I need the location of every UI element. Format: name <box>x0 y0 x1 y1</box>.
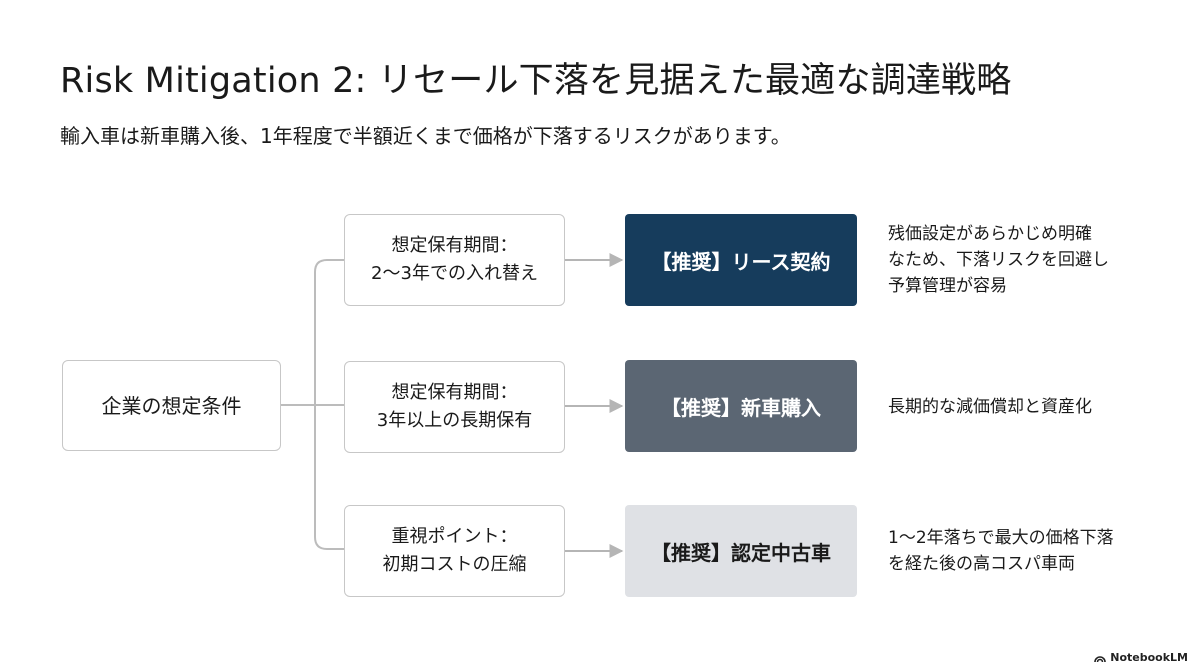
condition-1-line-2: 2〜3年での入れ替え <box>371 263 538 284</box>
note-certified-used: 1〜2年落ちで最大の価格下落 を経た後の高コスパ車両 <box>888 525 1114 577</box>
condition-2-line-2: 3年以上の長期保有 <box>376 410 533 431</box>
note-lease-line-1: 残価設定があらかじめ明確 <box>888 224 1092 244</box>
root-condition-box: 企業の想定条件 <box>62 360 281 451</box>
note-certified-used-line-2: を経た後の高コスパ車両 <box>888 554 1075 574</box>
recommendation-box-new-car: 【推奨】新車購入 <box>625 360 857 452</box>
note-new-car: 長期的な減価償却と資産化 <box>888 394 1092 420</box>
footer-brand: NotebookLM <box>1094 651 1188 664</box>
condition-2-line-1: 想定保有期間： <box>391 382 518 403</box>
condition-3-line-2: 初期コストの圧縮 <box>382 554 527 575</box>
recommendation-box-lease: 【推奨】リース契約 <box>625 214 857 306</box>
recommendation-certified-used-label: 【推奨】認定中古車 <box>651 540 831 565</box>
condition-3-line-1: 重視ポイント： <box>391 526 518 547</box>
condition-box-2: 想定保有期間： 3年以上の長期保有 <box>344 361 565 453</box>
condition-box-3: 重視ポイント： 初期コストの圧縮 <box>344 505 565 597</box>
recommendation-box-certified-used: 【推奨】認定中古車 <box>625 505 857 597</box>
note-new-car-line-1: 長期的な減価償却と資産化 <box>888 397 1092 417</box>
recommendation-lease-label: 【推奨】リース契約 <box>651 249 831 274</box>
footer-brand-label: NotebookLM <box>1110 651 1188 664</box>
notebooklm-logo-icon <box>1094 655 1107 662</box>
condition-1-line-1: 想定保有期間： <box>391 235 518 256</box>
page-subtitle: 輸入車は新車購入後、1年程度で半額近くまで価格が下落するリスクがあります。 <box>60 124 791 148</box>
recommendation-new-car-label: 【推奨】新車購入 <box>661 395 821 420</box>
branch-line-bottom <box>314 405 344 550</box>
branch-line-top <box>314 259 344 405</box>
page-title: Risk Mitigation 2: リセール下落を見据えた最適な調達戦略 <box>60 61 1012 101</box>
root-condition-label: 企業の想定条件 <box>101 393 242 418</box>
note-certified-used-line-1: 1〜2年落ちで最大の価格下落 <box>888 528 1114 548</box>
note-lease: 残価設定があらかじめ明確 なため、下落リスクを回避し 予算管理が容易 <box>888 221 1109 299</box>
condition-box-1: 想定保有期間： 2〜3年での入れ替え <box>344 214 565 306</box>
note-lease-line-3: 予算管理が容易 <box>888 276 1007 296</box>
note-lease-line-2: なため、下落リスクを回避し <box>888 250 1109 270</box>
